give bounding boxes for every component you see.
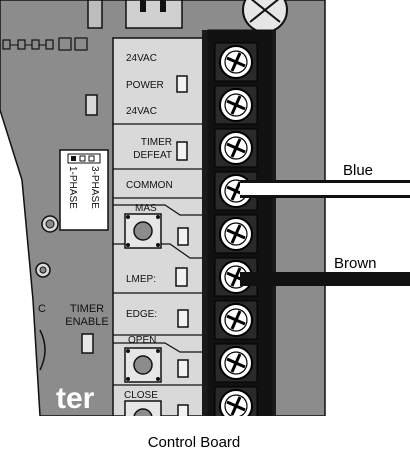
vac-top-label: 24VAC	[126, 53, 157, 64]
terminal-screw-icon	[214, 386, 258, 416]
brown-wire	[240, 272, 410, 286]
blue-wire	[240, 180, 410, 198]
open-led	[177, 359, 189, 378]
close-led	[177, 404, 189, 416]
blue-wire-label: Blue	[343, 162, 373, 179]
lmep-label: LMEP:	[126, 274, 156, 285]
board-edge-notch	[39, 329, 46, 371]
mas-led	[177, 227, 189, 246]
timer-defeat-jumper	[176, 141, 188, 161]
brand-logo: ter	[56, 382, 95, 415]
power-label: POWER	[126, 80, 164, 91]
terminal-screw-icon	[214, 42, 258, 82]
panel-dividers	[113, 123, 207, 386]
mounting-hole-icon	[35, 262, 51, 278]
header-pins	[2, 37, 88, 51]
timer-defeat-label-2: DEFEAT	[133, 150, 172, 161]
terminal-screw-icon	[214, 300, 258, 340]
terminal-screw-icon	[214, 343, 258, 383]
top-connector	[125, 0, 183, 29]
three-phase-label: 3-PHASE	[89, 166, 100, 209]
terminal-screw-icon	[214, 85, 258, 125]
terminal-screw-icon	[214, 214, 258, 254]
terminal-screw-icon	[214, 128, 258, 168]
common-label: COMMON	[126, 180, 173, 191]
edge-label: EDGE:	[126, 309, 157, 320]
power-led	[176, 75, 188, 93]
mas-label: MAS	[135, 203, 157, 214]
diagram-caption: Control Board	[148, 434, 241, 451]
lmep-led	[175, 267, 188, 287]
brown-wire-label: Brown	[334, 255, 377, 272]
partial-label: C	[38, 303, 46, 315]
vac-bottom-label: 24VAC	[126, 106, 157, 117]
edge-led	[177, 309, 189, 328]
close-label: CLOSE	[124, 390, 158, 401]
led-component	[85, 94, 98, 116]
top-component	[87, 0, 103, 29]
open-button[interactable]	[124, 347, 162, 383]
timer-enable-label-1: TIMER	[70, 303, 104, 315]
timer-enable-label-2: ENABLE	[65, 316, 108, 328]
one-phase-label: 1-PHASE	[67, 166, 78, 209]
mounting-hole-icon	[41, 215, 59, 233]
timer-enable-jumper	[81, 333, 94, 354]
open-label: OPEN	[128, 335, 156, 346]
close-button[interactable]	[124, 400, 162, 435]
terminal-block	[202, 29, 276, 416]
timer-defeat-label-1: TIMER	[141, 137, 172, 148]
phase-selector: 3-PHASE 1-PHASE	[59, 149, 109, 231]
mas-button[interactable]	[124, 213, 162, 249]
